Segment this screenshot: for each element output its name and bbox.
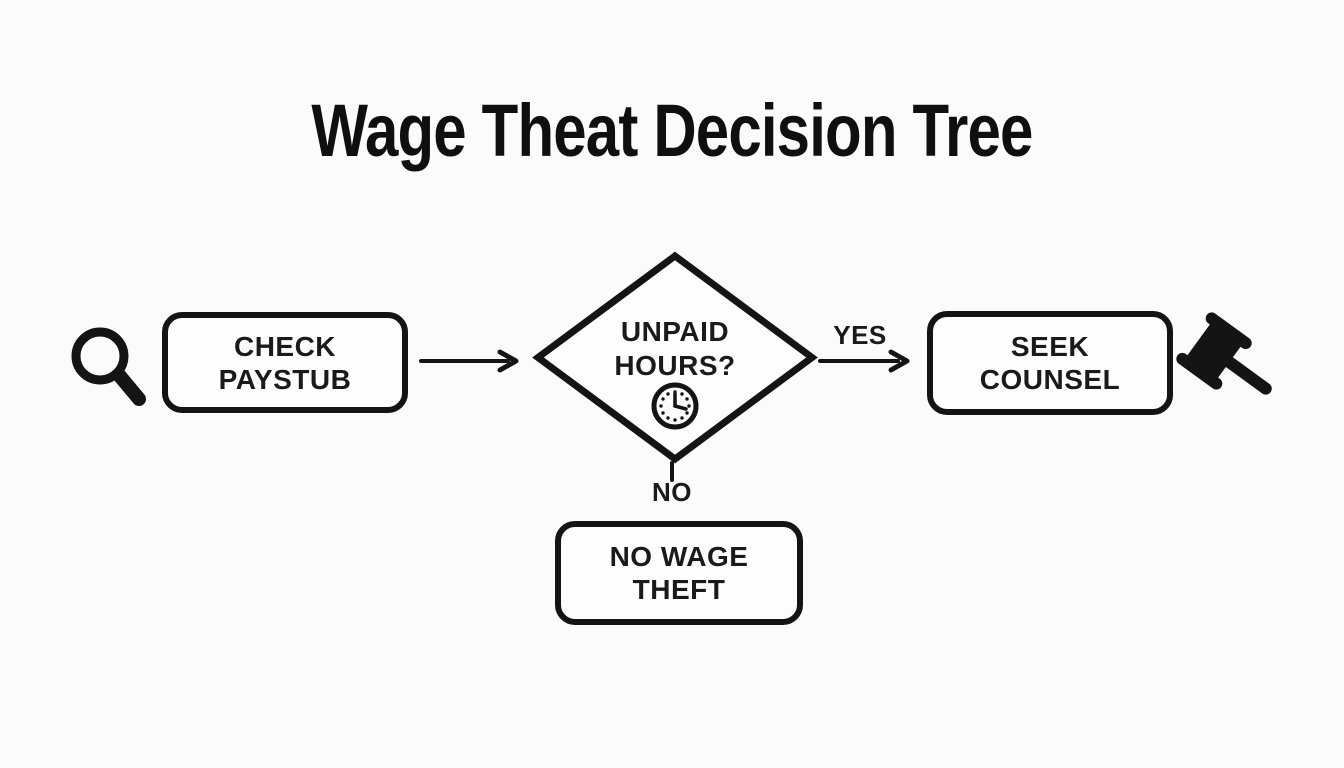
node-no-wage-theft-line2: THEFT bbox=[632, 574, 726, 605]
edge-label-yes: YES bbox=[833, 320, 887, 350]
gavel-icon bbox=[1176, 312, 1272, 395]
clock-icon bbox=[651, 382, 699, 430]
node-seek-counsel-line2: COUNSEL bbox=[979, 364, 1121, 395]
magnifier-icon bbox=[71, 327, 146, 406]
node-no-wage-theft-line1: NO WAGE bbox=[609, 541, 749, 572]
node-seek-counsel-line1: SEEK bbox=[1010, 331, 1090, 362]
node-check-paystub: CHECK PAYSTUB bbox=[162, 312, 408, 413]
node-seek-counsel: SEEK COUNSEL bbox=[927, 311, 1173, 415]
arrow-yes bbox=[818, 349, 910, 373]
node-unpaid-hours-line2: HOURS? bbox=[614, 350, 736, 381]
node-unpaid-hours-line1: UNPAID bbox=[620, 316, 730, 347]
node-unpaid-hours-label: UNPAID HOURS? bbox=[575, 315, 775, 383]
node-no-wage-theft: NO WAGE THEFT bbox=[555, 521, 803, 625]
decision-diamond-shape bbox=[532, 251, 818, 464]
page-title: Wage Theat Decision Tree bbox=[311, 89, 1033, 172]
node-check-paystub-line2: PAYSTUB bbox=[218, 363, 352, 395]
node-check-paystub-line1: CHECK bbox=[233, 330, 337, 362]
edge-label-no: NO bbox=[652, 477, 692, 507]
arrow-check-to-decision bbox=[419, 349, 519, 373]
